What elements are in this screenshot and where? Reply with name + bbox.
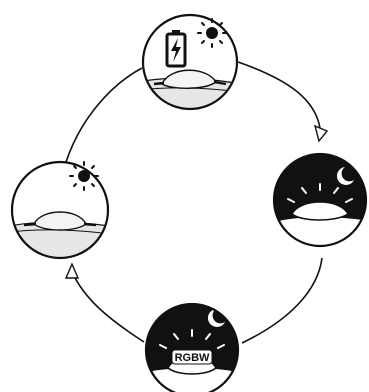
cycle-arrowheads <box>64 124 329 279</box>
sun-icon <box>69 161 99 191</box>
light-rays <box>159 329 225 349</box>
light-rays <box>287 183 353 239</box>
stage-night-lit <box>272 152 368 248</box>
rgbw-label: RGBW <box>175 352 210 364</box>
arrowhead-left <box>64 262 80 279</box>
battery-charging-icon <box>165 30 187 68</box>
stage-day-idle <box>10 160 110 260</box>
arc-bottom-to-left <box>71 271 145 343</box>
stage-day-charging <box>141 13 239 111</box>
solar-light-device <box>290 201 350 221</box>
arc-left-to-top <box>65 67 143 163</box>
cycle-arcs <box>65 61 323 344</box>
stage-night-rgbw: RGBW <box>144 302 240 392</box>
arrowhead-right <box>313 124 329 143</box>
moon-icon <box>336 167 354 185</box>
arc-top-to-right <box>237 61 321 129</box>
moon-icon <box>207 309 225 327</box>
rgbw-label-badge: RGBW <box>171 349 213 365</box>
sun-icon <box>197 18 227 48</box>
arc-right-to-bottom <box>241 257 323 344</box>
